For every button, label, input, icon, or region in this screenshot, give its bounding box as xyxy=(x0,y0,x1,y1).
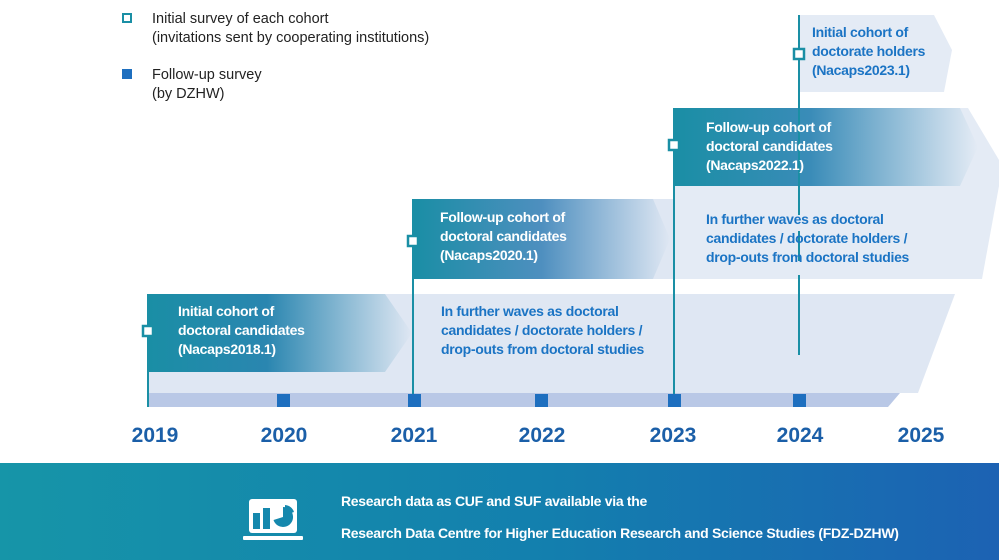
year-label: 2020 xyxy=(260,424,308,447)
cohort-bar-2020 xyxy=(413,199,670,279)
cohort-2020-line1: Follow-up cohort of xyxy=(440,209,565,225)
legend-followup-line2: (by DZHW) xyxy=(152,86,225,102)
legend-initial-line1: Initial survey of each cohort xyxy=(152,11,329,27)
cohort-2023-line2: doctorate holders xyxy=(812,43,926,59)
cohort-2018-line1: Initial cohort of xyxy=(178,303,275,319)
follow-up-survey-marker xyxy=(535,394,548,407)
footer-line1: Research data as CUF and SUF available v… xyxy=(341,493,647,509)
further-waves-label-2020: In further waves as doctoral candidates … xyxy=(706,210,909,267)
cohort-bar-2018 xyxy=(148,294,412,372)
further-waves-line1: In further waves as doctoral xyxy=(441,303,619,319)
cohort-2018-line2: doctoral candidates xyxy=(178,322,305,338)
timeline-bar xyxy=(148,393,900,407)
initial-survey-marker xyxy=(406,234,420,248)
cohort-2022-line2: doctoral candidates xyxy=(706,138,833,154)
further-waves-line3: drop-outs from doctoral studies xyxy=(706,249,910,265)
year-label: 2023 xyxy=(649,424,697,447)
initial-survey-marker xyxy=(792,47,806,61)
cohort-2018-label: Initial cohort of doctoral candidates (N… xyxy=(178,302,305,359)
year-label: 2025 xyxy=(897,424,945,447)
cohort-2022-line3: (Nacaps2022.1) xyxy=(706,157,804,173)
legend-followup-line1: Follow-up survey xyxy=(152,67,262,83)
initial-survey-marker xyxy=(141,324,155,338)
further-waves-line3: drop-outs from doctoral studies xyxy=(441,341,645,357)
year-label: 2019 xyxy=(131,424,179,447)
cohort-2020-label: Follow-up cohort of doctoral candidates … xyxy=(440,208,567,265)
cohort-2018-line3: (Nacaps2018.1) xyxy=(178,341,276,357)
cohort-2022-line1: Follow-up cohort of xyxy=(706,119,831,135)
cohort-2023-label: Initial cohort of doctorate holders (Nac… xyxy=(812,23,925,80)
cohort-2022-label: Follow-up cohort of doctoral candidates … xyxy=(706,118,833,175)
filled-square-icon xyxy=(122,69,132,79)
cohort-2023-line1: Initial cohort of xyxy=(812,24,909,40)
further-waves-line2: candidates / doctorate holders / xyxy=(706,230,908,246)
cohort-2020-line2: doctoral candidates xyxy=(440,228,567,244)
data-chart-laptop-icon xyxy=(243,499,303,540)
initial-survey-marker xyxy=(667,138,681,152)
band-2023 xyxy=(800,15,952,92)
footer-banner xyxy=(0,463,999,560)
follow-up-survey-marker xyxy=(793,394,806,407)
year-label: 2024 xyxy=(776,424,824,447)
follow-up-survey-marker xyxy=(408,394,421,407)
legend-initial-line2: (invitations sent by cooperating institu… xyxy=(152,30,430,46)
further-waves-label-2018: In further waves as doctoral candidates … xyxy=(441,302,644,359)
year-label: 2022 xyxy=(518,424,566,447)
further-waves-line1: In further waves as doctoral xyxy=(706,211,884,227)
cohort-bar-2022 xyxy=(674,108,978,186)
year-label: 2021 xyxy=(390,424,438,447)
open-square-icon xyxy=(122,13,132,23)
footer-line2: Research Data Centre for Higher Educatio… xyxy=(341,525,899,541)
further-waves-line2: candidates / doctorate holders / xyxy=(441,322,643,338)
follow-up-survey-marker xyxy=(277,394,290,407)
cohort-2020-line3: (Nacaps2020.1) xyxy=(440,247,538,263)
cohort-2023-line3: (Nacaps2023.1) xyxy=(812,62,910,78)
follow-up-survey-marker xyxy=(668,394,681,407)
